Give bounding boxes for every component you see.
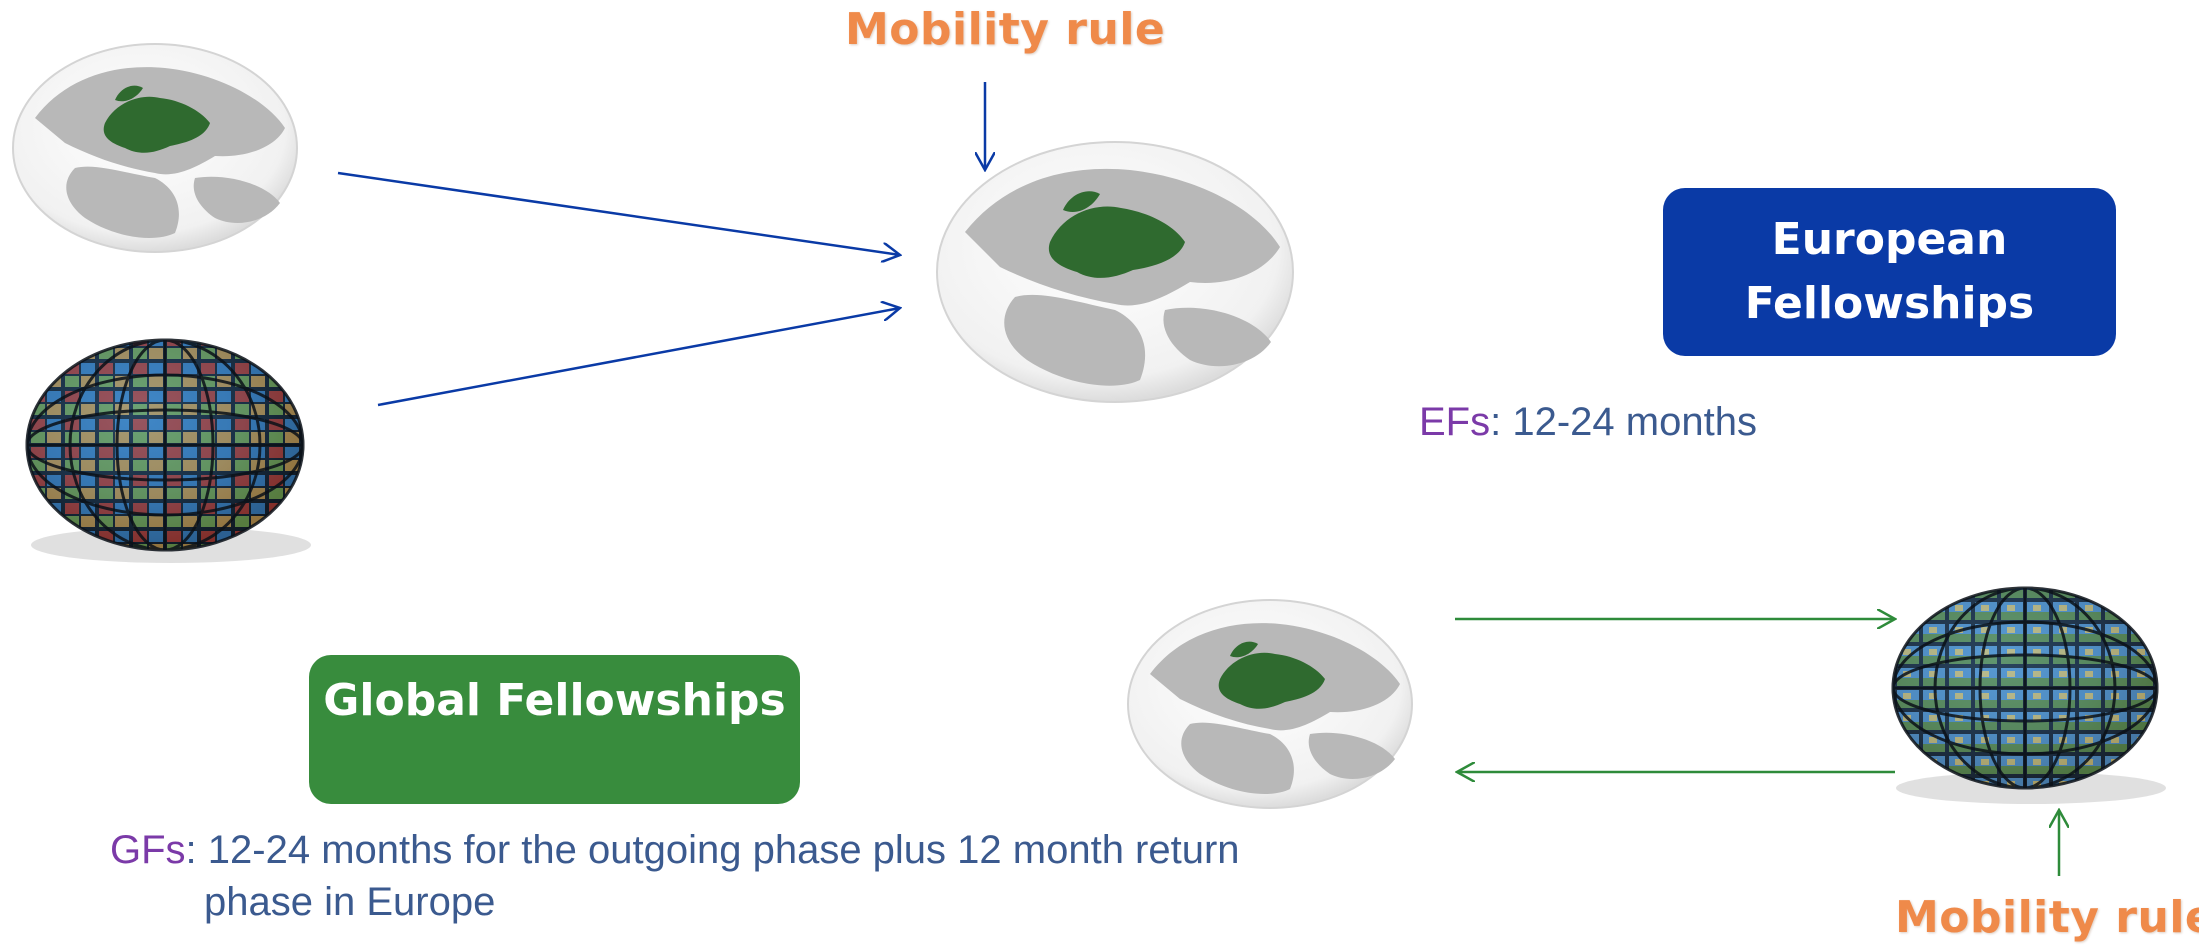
ef-duration: : 12-24 months	[1490, 400, 1757, 444]
ef-abbr: EFs	[1419, 400, 1491, 444]
global-fellowships-box: Global Fellowships	[309, 655, 800, 804]
european-fellowships-line2: Fellowships	[1744, 278, 2035, 329]
global-fellowships-label: Global Fellowships	[323, 675, 786, 726]
world-photo-globe-right	[1891, 586, 2166, 804]
mobility-rule-bottom-label: Mobility rule	[1895, 892, 2199, 943]
gf-duration: : 12-24 months for the outgoing phase pl…	[185, 828, 1240, 872]
european-fellowships-line1: European	[1771, 214, 2008, 265]
europe-globe-center	[936, 141, 1294, 403]
mobility-rule-top-label: Mobility rule	[845, 4, 1166, 55]
ef-duration-text: EFs: 12-24 months	[1419, 400, 1757, 445]
european-fellowships-box: European Fellowships	[1663, 188, 2116, 356]
europe-globe-bottom	[1127, 599, 1413, 809]
arrow-world-to-center	[377, 308, 900, 407]
gf-duration-line2: phase in Europe	[204, 880, 496, 924]
gf-abbr: GFs	[110, 828, 186, 872]
world-photo-globe-left	[25, 338, 311, 563]
gf-duration-line1: GFs: 12-24 months for the outgoing phase…	[110, 828, 1240, 873]
europe-globe-top-left	[12, 43, 298, 253]
arrow-europe-to-center	[337, 171, 900, 255]
